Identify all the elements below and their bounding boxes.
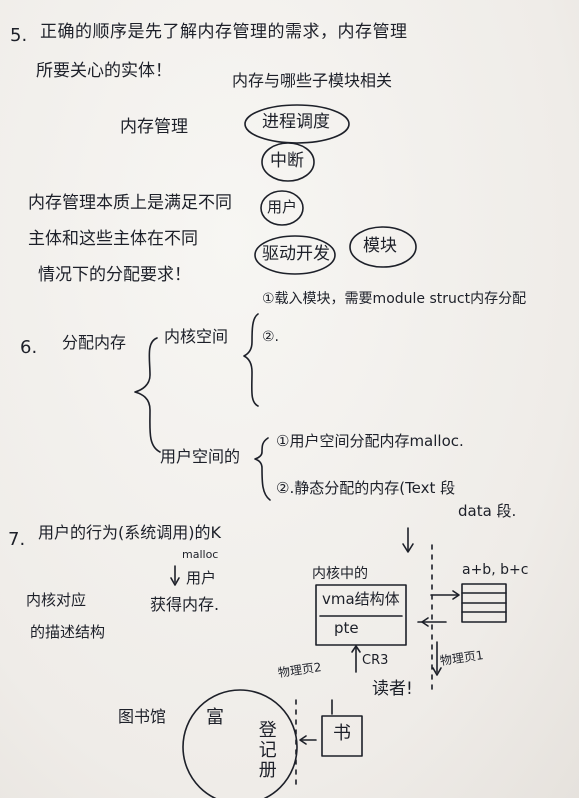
brace-user xyxy=(254,437,271,501)
s7-head: 用户的行为(系统调用)的K xyxy=(38,523,221,542)
s5-line1: 正确的顺序是先了解内存管理的需求，内存管理 xyxy=(40,22,408,42)
kernel-space-label: 内核空间 xyxy=(164,327,229,346)
brace-alloc xyxy=(134,337,161,453)
ellipse-interrupt xyxy=(261,142,315,182)
kernel-side-label: 内核中的 xyxy=(312,566,368,582)
user-space-label: 用户空间的 xyxy=(160,447,241,466)
book-label: 书 xyxy=(333,723,351,744)
s5-number: 5. xyxy=(10,25,28,46)
ellipse-driver xyxy=(254,235,336,275)
pte-label: pte xyxy=(334,619,359,637)
user-item-1: ①用户空间分配内存malloc. xyxy=(276,432,464,450)
s7-number: 7. xyxy=(8,529,26,550)
user-label: 用户 xyxy=(186,569,217,587)
kernel-box xyxy=(315,584,407,646)
library-label: 图书馆 xyxy=(118,707,167,726)
vma-struct: vma结构体 xyxy=(322,590,400,608)
rich-label: 富 xyxy=(206,707,224,728)
get-memory: 获得内存. xyxy=(150,595,220,614)
ellipse-user xyxy=(260,190,304,226)
s5-essence-3: 情况下的分配要求！ xyxy=(38,265,191,285)
user-item-3: data 段. xyxy=(458,502,517,520)
ellipse-scheduling xyxy=(244,104,350,144)
desc-struct: 的描述结构 xyxy=(30,623,106,641)
cr3-label: CR3 xyxy=(362,653,389,668)
library-circle xyxy=(182,689,298,798)
s6-number: 6. xyxy=(20,337,38,358)
s5-essence-1: 内存管理本质上是满足不同 xyxy=(28,193,232,213)
module-driver: 驱动开发 xyxy=(262,244,330,264)
malloc-note: malloc xyxy=(182,548,219,561)
code-snippet: a+b, b+c xyxy=(462,562,529,578)
module-module: 模块 xyxy=(363,236,397,256)
s5-essence-2: 主体和这些主体在不同 xyxy=(28,229,198,249)
book-box xyxy=(321,715,363,757)
kernel-object: 内核对应 xyxy=(26,591,87,609)
module-interrupt: 中断 xyxy=(270,151,304,171)
module-user: 用户 xyxy=(267,198,298,216)
user-item-2: ②.静态分配的内存(Text 段 xyxy=(276,479,456,497)
ellipse-module xyxy=(349,226,417,268)
brace-kernel xyxy=(243,313,259,407)
s5-modules-head: 内存与哪些子模块相关 xyxy=(232,71,393,90)
kernel-item-1: ①载入模块，需要module struct内存分配 xyxy=(262,291,527,307)
s6-alloc: 分配内存 xyxy=(62,333,127,352)
reader-label: 读者! xyxy=(372,679,413,699)
s5-line2: 所要关心的实体！ xyxy=(36,61,172,81)
kernel-item-2: ②. xyxy=(262,329,280,345)
module-scheduling: 进程调度 xyxy=(262,112,330,132)
s5-mm-label: 内存管理 xyxy=(120,117,188,137)
register-label: 登记册 xyxy=(255,720,277,780)
